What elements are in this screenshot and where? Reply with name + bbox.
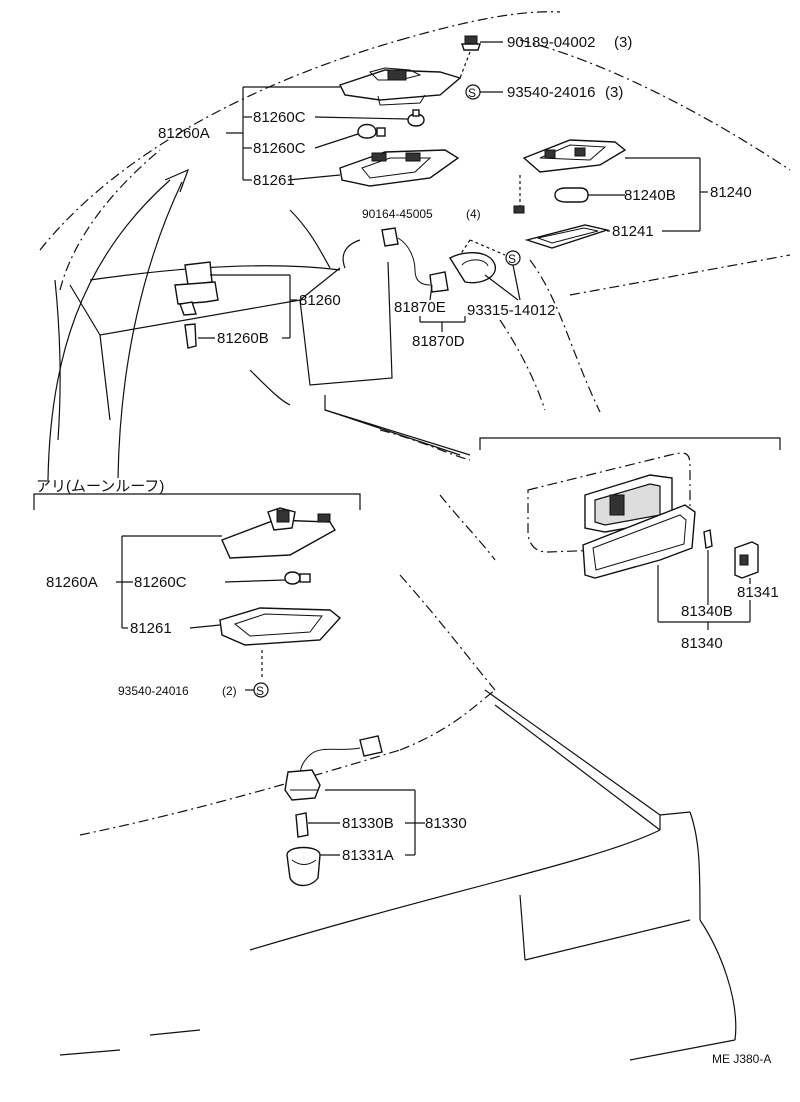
moonroof-arrow [47,168,190,481]
socket-81331a [286,846,321,887]
label-93540-24016-top: 93540-24016 [507,84,595,101]
diagram-code: ME J380-A [712,1052,771,1066]
label-90189-qty: (3) [614,34,632,51]
label-81870d: 81870D [412,333,465,350]
label-81330b: 81330B [342,815,394,832]
label-81260a-moonroof: 81260A [46,574,98,591]
label-81240b: 81240B [624,187,676,204]
s-mark-label: S [468,86,476,100]
label-moonroof-section: アリ(ムーンルーフ) [36,478,164,495]
top-fasteners: S [459,35,503,100]
label-81341: 81341 [737,584,779,601]
label-81260a: 81260A [158,125,210,142]
room-lamp-81240 [513,139,708,249]
bulb-81260c-upper [407,113,425,127]
harness-81870d: S [381,227,521,332]
bulb-81240b [554,187,589,203]
label-81260: 81260 [299,292,341,309]
label-81330: 81330 [425,815,467,832]
moonroof-section-bracket [33,493,361,510]
label-90164-45005: 90164-45005 [362,207,433,221]
bulb-81260c-lower [357,123,377,139]
label-81261-moonroof: 81261 [130,620,172,637]
label-81241: 81241 [612,223,654,240]
mirror-lid [582,504,696,579]
label-81870e: 81870E [394,299,446,316]
s-mark-label-bottom: S [256,684,264,698]
label-81260b: 81260B [217,330,269,347]
label-81340b: 81340B [681,603,733,620]
label-81260c-a: 81260C [253,109,306,126]
label-81261: 81261 [253,172,295,189]
part-labels: 90189-04002 (3) 93540-24016 (3) 81260A 8… [36,34,779,1066]
vehicle-outline [39,11,791,1061]
switch-81260 [174,261,297,349]
label-93315-14012: 93315-14012 [467,302,555,319]
label-93540-top-qty: (3) [605,84,623,101]
label-81240: 81240 [710,184,752,201]
label-93540-bottom-qty: (2) [222,684,237,698]
screw-icon [464,35,478,45]
bulb-81260b [184,323,197,349]
bulb-81340b [703,529,713,549]
s-mark-label-93315: S [508,252,516,266]
label-81260c-moonroof: 81260C [134,574,187,591]
vanity-lamp-detail [479,437,781,630]
moonroof-lamp-assembly: S [116,507,342,698]
bulb-81260c-moonroof [284,571,301,585]
bracket-81260a [226,86,409,181]
lens-81261 [339,149,460,187]
label-81340: 81340 [681,635,723,652]
map-lamp-assembly [339,67,462,187]
label-81260c-b: 81260C [253,140,306,157]
screw-icon-90164 [513,205,525,214]
label-81331a: 81331A [342,847,394,864]
label-93540-24016-bottom: 93540-24016 [118,684,189,698]
label-90189-04002: 90189-04002 [507,34,595,51]
label-90164-qty: (4) [466,207,481,221]
bulb-81330b [295,812,309,838]
lens-81241 [524,224,610,249]
trunk-lamp-81330 [284,735,425,887]
